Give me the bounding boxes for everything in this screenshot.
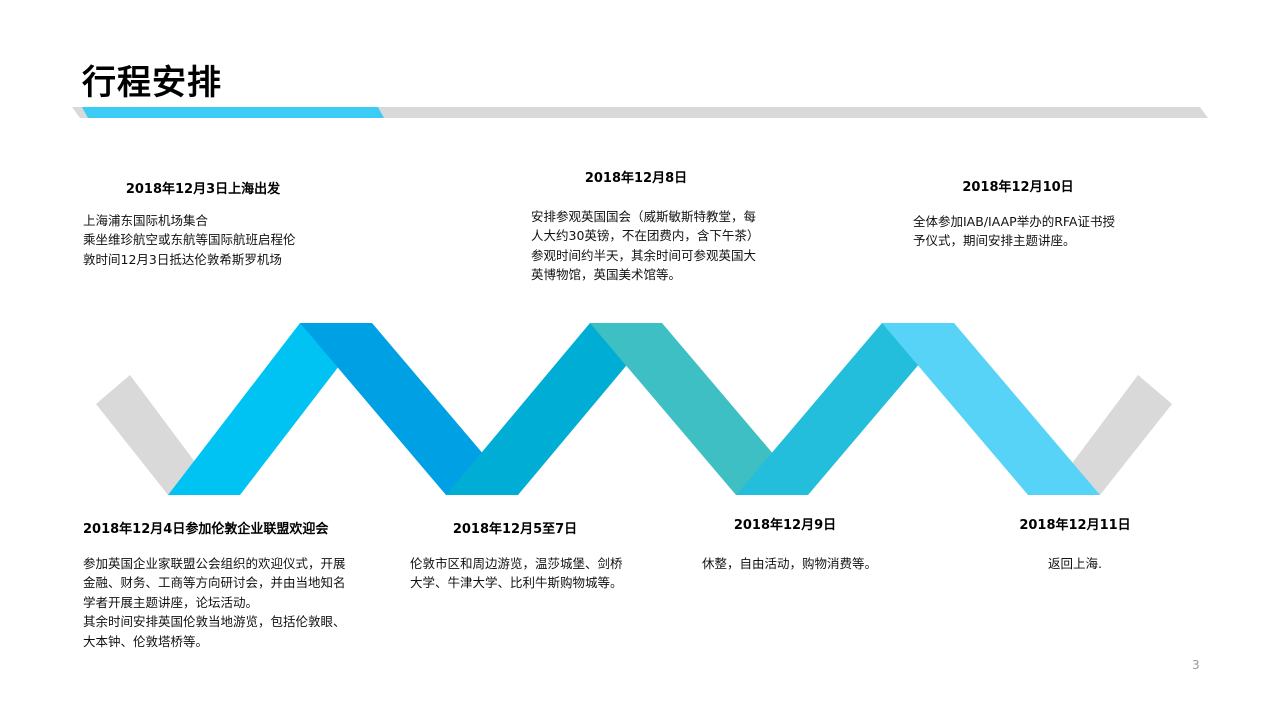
event-text-line: 学者开展主题讲座，论坛活动。	[83, 594, 259, 610]
event-dec-11: 2018年12月11日 返回上海.	[1000, 516, 1150, 573]
event-dec-5-7: 2018年12月5至7日 伦敦市区和周边游览，温莎城堡、剑桥 大学、牛津大学、比…	[410, 520, 650, 593]
event-date: 2018年12月3日上海出发	[125, 182, 281, 197]
event-date: 2018年12月9日	[733, 518, 837, 533]
event-dec-9: 2018年12月9日 休整，自由活动，购物消费等。	[690, 516, 880, 573]
page-number: 3	[1192, 658, 1200, 672]
title-bar-accent	[82, 107, 384, 118]
event-dec-10: 2018年12月10日 全体参加IAB/IAAP举办的RFA证书授 予仪式，期间…	[913, 178, 1153, 251]
event-text-line: 安排参观英国国会（威斯敏斯特教堂，每	[531, 208, 757, 224]
ribbon-seg-2	[300, 323, 518, 495]
slide-title: 行程安排	[82, 63, 222, 103]
ribbon-seg-4	[590, 323, 808, 495]
ribbon-seg-5	[736, 323, 954, 495]
event-text-line: 休整，自由活动，购物消费等。	[702, 555, 878, 571]
event-text-line: 乘坐维珍航空或东航等国际航班启程伦	[83, 232, 296, 247]
ribbon-seg-6	[882, 323, 1100, 495]
event-text-line: 英博物馆，英国美术馆等。	[531, 267, 682, 282]
event-text-line: 全体参加IAB/IAAP举办的RFA证书授	[913, 213, 1115, 229]
ribbon-gray-right	[1070, 375, 1172, 495]
event-text-line: 人大约30英镑，不在团费内，含下午茶）	[531, 228, 760, 243]
event-text-line: 伦敦市区和周边游览，温莎城堡、剑桥	[410, 555, 623, 571]
event-text-line: 参加英国企业家联盟公会组织的欢迎仪式，开展	[83, 555, 346, 571]
event-text-line: 予仪式，期间安排主题讲座。	[913, 233, 1076, 248]
event-text-line: 上海浦东国际机场集合	[83, 212, 209, 228]
event-text-line: 返回上海.	[1048, 555, 1102, 571]
event-date: 2018年12月8日	[584, 171, 688, 186]
title-underline-bar	[72, 107, 1208, 118]
ribbon-gray-left	[96, 375, 198, 495]
event-text-line: 敦时间12月3日抵达伦敦希斯罗机场	[83, 251, 282, 267]
ribbon-seg-3	[446, 323, 662, 495]
event-date: 2018年12月10日	[962, 180, 1074, 195]
event-text-line: 大本钟、伦敦塔桥等。	[83, 633, 209, 649]
event-text-line: 参观时间约半天，其余时间可参观英国大	[531, 247, 757, 263]
event-date: 2018年12月5至7日	[452, 522, 578, 537]
event-text-line: 大学、牛津大学、比利牛斯购物城等。	[410, 575, 623, 590]
event-date: 2018年12月11日	[1019, 518, 1131, 533]
event-dec-3: 2018年12月3日上海出发 上海浦东国际机场集合 乘坐维珍航空或东航等国际航班…	[83, 180, 343, 269]
event-dec-4: 2018年12月4日参加伦敦企业联盟欢迎会 参加英国企业家联盟公会组织的欢迎仪式…	[83, 520, 383, 651]
ribbon-seg-1	[168, 323, 372, 495]
event-date: 2018年12月4日参加伦敦企业联盟欢迎会	[83, 522, 329, 537]
event-text-line: 其余时间安排英国伦敦当地游览，包括伦敦眼、	[83, 614, 346, 629]
event-text-line: 金融、财务、工商等方向研讨会，并由当地知名	[83, 575, 346, 590]
event-dec-8: 2018年12月8日 安排参观英国国会（威斯敏斯特教堂，每 人大约30英镑，不在…	[531, 169, 781, 285]
